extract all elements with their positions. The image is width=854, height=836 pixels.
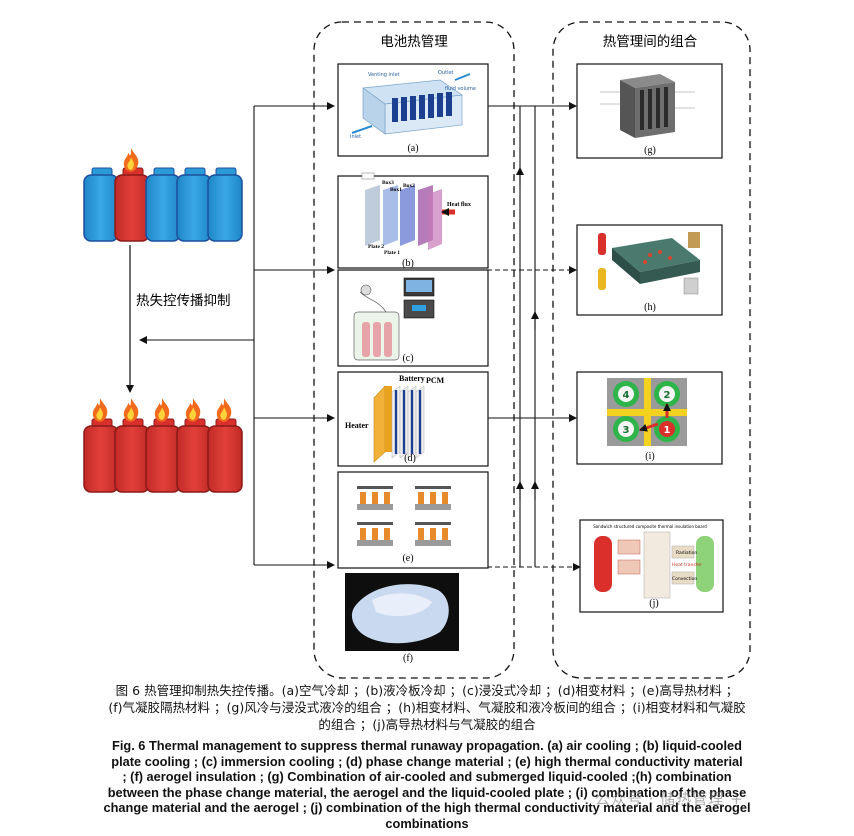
caption-en-line: plate cooling ; (c) immersion cooling ; … — [111, 753, 743, 769]
battery-group-initial — [83, 148, 243, 242]
battery-cell — [83, 167, 119, 242]
panel-a-label-outlet: Outlet — [438, 70, 454, 76]
caption-en-line: ; (f) aerogel insulation ; (g) Combinati… — [122, 769, 732, 784]
panel-e-label: (e) — [402, 553, 413, 564]
caption-english: Fig. 6 Thermal management to suppress th… — [0, 738, 854, 831]
panel-i-cell4: 4 — [623, 390, 630, 401]
panel-i-cell2: 2 — [664, 390, 671, 401]
right-column-title: 热管理间的组合 — [603, 34, 698, 50]
flame-icon — [92, 398, 108, 422]
panel-d-heater: Heater — [345, 421, 369, 430]
panel-b-plate1: Plate 1 — [384, 250, 400, 256]
panel-d-pcm-label: PCM — [426, 376, 445, 385]
caption-chinese: 图 6 热管理抑制热失控传播。(a)空气冷却 ；(b)液冷板冷却 ；(c)浸没式… — [0, 682, 854, 733]
panel-d-pcm: Battery PCM Heater (d) — [337, 371, 489, 467]
battery-group-propagated — [83, 398, 243, 493]
panel-f-aerogel: (f) — [345, 573, 459, 664]
panel-j-radiation: Radiation — [676, 550, 697, 556]
battery-cell-burning — [114, 167, 150, 242]
panel-j-heat: Heat transfer — [672, 562, 702, 568]
panel-h-pcm-aerogel-liquid: (h) — [576, 224, 723, 316]
battery-cell — [176, 167, 212, 242]
battery-cell — [145, 167, 181, 242]
cell-ring — [613, 381, 680, 442]
right-column-frame — [552, 21, 751, 679]
panel-g-air-immersion: (g) — [576, 63, 723, 159]
panel-h-label: (h) — [644, 302, 656, 313]
panel-b-label: (b) — [402, 258, 414, 269]
left-column-title: 电池热管理 — [380, 34, 448, 50]
panel-i-label: (i) — [645, 451, 654, 462]
panel-a-label: (a) — [407, 143, 418, 154]
panel-b-liquid-plate: Box1 Box2 Box3 Heat flux Plate 1 Plate 2… — [337, 172, 489, 269]
panel-c-immersion: (c) — [337, 269, 489, 367]
flame-icon — [185, 398, 201, 422]
panel-b-plate2: Plate 2 — [368, 244, 384, 250]
flame-icon — [216, 398, 232, 422]
panel-d-battery: Battery — [399, 374, 425, 383]
flame-icon — [123, 148, 139, 172]
panel-b-heatflux: Heat flux — [447, 202, 471, 208]
panel-a-label-venting: Venting inlet — [368, 72, 400, 78]
panel-b-box3: Box3 — [382, 180, 394, 186]
panel-i-cell1: 1 — [664, 425, 671, 436]
left-column-frame — [313, 21, 515, 679]
caption-en-line: Fig. 6 Thermal management to suppress th… — [112, 738, 742, 753]
flame-icon — [154, 398, 170, 422]
panel-a-label-inlet: Inlet — [350, 134, 361, 140]
panel-e-high-conductivity: (e) — [337, 471, 489, 569]
battery-cell — [207, 167, 243, 242]
side-label: 热失控传播抑制 — [136, 293, 231, 309]
caption-en-line: combinations — [385, 815, 469, 831]
panel-b-box1: Box1 — [390, 187, 402, 193]
panel-g-label: (g) — [644, 145, 656, 156]
flame-icon — [123, 398, 139, 422]
panel-a-label-fluid: fluid volume — [445, 86, 476, 92]
diagram: 电池热管理 热管理间的组合 — [83, 21, 751, 679]
panel-i-cell3: 3 — [623, 425, 630, 436]
panel-j-label: (j) — [649, 598, 658, 609]
panel-b-box2: Box2 — [403, 183, 415, 189]
watermark: 公众号 · 储热管理 + — [595, 790, 744, 808]
caption-en-line: change material and the aerogel ; (j) co… — [103, 800, 751, 815]
panel-j-convection: Convection — [672, 576, 697, 582]
caption-zh-line: (f)气凝胶隔热材料 ；(g)风冷与浸没式液冷的组合 ；(h)相变材料、气凝胶和… — [108, 700, 746, 715]
panel-j-title: Sandwich structured composite thermal in… — [593, 524, 707, 529]
panel-d-label: (d) — [404, 453, 416, 464]
panel-a-air-cooling: Inlet Outlet Venting inlet fluid volume … — [337, 63, 489, 157]
panel-c-label: (c) — [402, 353, 413, 364]
panel-i-pcm-aerogel: 4 2 3 1 (i) — [576, 371, 723, 465]
panel-j-conductive-aerogel: Sandwich structured composite thermal in… — [579, 519, 724, 613]
caption-zh-line: 图 6 热管理抑制热失控传播。(a)空气冷却 ；(b)液冷板冷却 ；(c)浸没式… — [115, 683, 739, 698]
caption-zh-line: 的组合 ；(j)高导热材料与气凝胶的组合 — [318, 717, 536, 732]
panel-f-label: (f) — [403, 653, 413, 664]
caption-en-line: between the phase change material, the a… — [107, 784, 747, 800]
